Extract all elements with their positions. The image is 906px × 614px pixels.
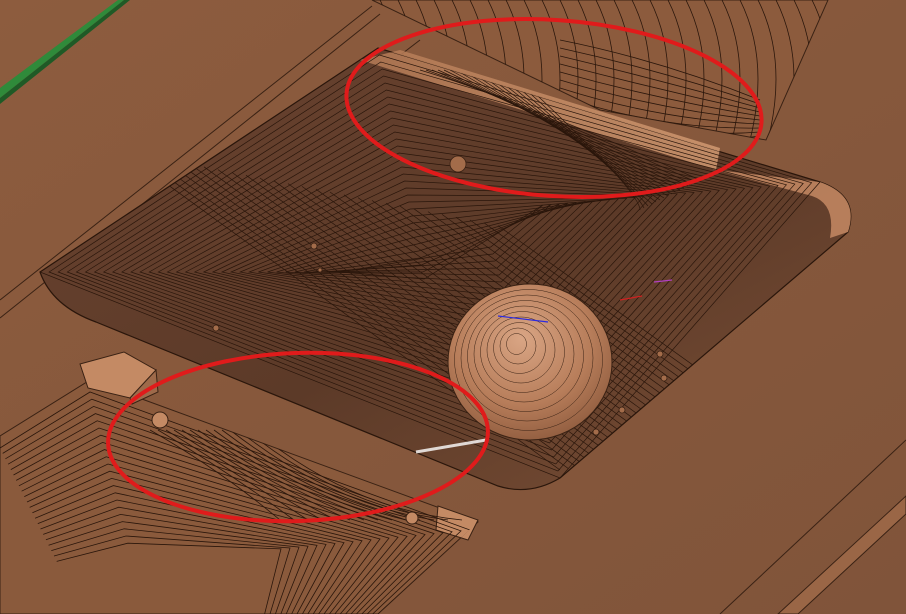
hole-markers [212, 155, 668, 436]
lower-pad [0, 351, 479, 614]
right-edge [719, 439, 906, 614]
pcb-edge [0, 0, 130, 104]
lower-circle [106, 350, 490, 524]
segment-blue [497, 315, 549, 323]
segment-purple [653, 279, 673, 283]
annotation-circles [106, 17, 764, 524]
main-pocket [39, 47, 852, 491]
dome-feature [447, 283, 613, 441]
upper-circle [344, 17, 764, 199]
